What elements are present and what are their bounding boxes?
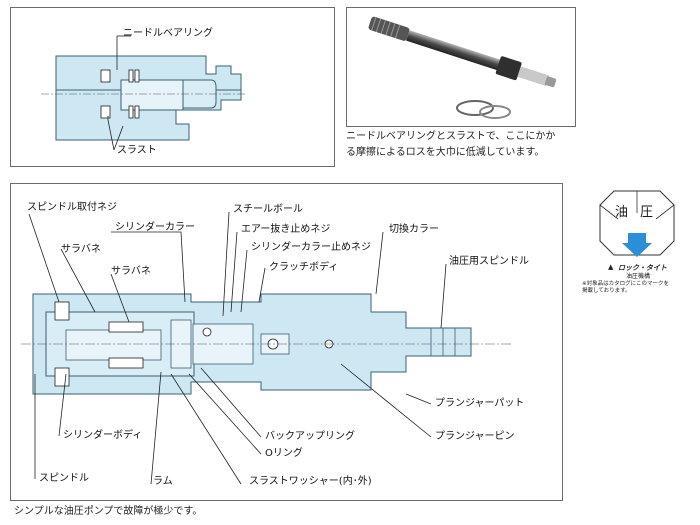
label-clutch-body: クラッチボディ xyxy=(269,262,339,273)
label-hydraulic-spindle: 油圧用スピンドル xyxy=(449,256,529,267)
label-steel-ball: スチールボール xyxy=(233,204,303,215)
label-plunger-pad: プランジャーパット xyxy=(435,398,525,409)
badge-char-right: 圧 xyxy=(640,205,654,220)
photo-caption-line2: る摩擦によるロスを大巾に低減しています。 xyxy=(346,147,545,158)
label-sarabane-2: サラバネ xyxy=(111,266,151,277)
spindle-photo-panel xyxy=(346,7,576,127)
label-air-vent-screw: エアー抜き止めネジ xyxy=(241,224,331,235)
label-spindle: スピンドル xyxy=(39,473,89,484)
hydraulic-mechanism-badge: 油 圧 ▲ ロック・タイト 油圧機構 ※対象品はカタログにこのマークを 掲載して… xyxy=(578,183,696,294)
badge-subtitle: 油圧機構 xyxy=(626,273,651,280)
label-cylinder-collar-stop-screw: シリンダーカラー止めネジ xyxy=(251,242,371,253)
label-cylinder-body: シリンダーボディ xyxy=(63,430,143,441)
label-cylinder-collar: シリンダーカラー xyxy=(115,222,195,233)
badge-brand: ロック・タイト xyxy=(618,264,667,272)
label-thrust-washer: スラストワッシャー(内･外) xyxy=(249,476,372,487)
hydraulic-cross-section-panel: スピンドル取付ネジ シリンダーカラー サラバネ サラバネ スチールボール エアー… xyxy=(10,183,563,501)
label-needle-bearing: ニードルベアリング xyxy=(123,28,213,39)
label-backup-ring: バックアップリング xyxy=(265,431,355,442)
label-sarabane-1: サラバネ xyxy=(61,244,101,255)
photo-caption-line1: ニードルベアリングとスラストで、ここにかか xyxy=(346,131,556,142)
label-o-ring: Oリング xyxy=(265,448,303,459)
label-ram: ラム xyxy=(153,476,173,487)
label-spindle-mount-screw: スピンドル取付ネジ xyxy=(27,202,117,213)
spindle-photo xyxy=(368,16,557,119)
footer-caption: シンプルな油圧ポンプで故障が極少です。 xyxy=(14,506,203,517)
label-switch-collar: 切換カラー xyxy=(389,224,439,235)
label-thrust: スラスト xyxy=(117,145,157,156)
badge-octagon-icon xyxy=(599,190,675,257)
cross-section-drawing xyxy=(21,211,511,485)
badge-note-line1: ※対象品はカタログにこのマークを xyxy=(582,281,669,287)
badge-triangle: ▲ xyxy=(608,263,614,271)
badge-note-line2: 掲載しております。 xyxy=(582,288,631,294)
badge-char-left: 油 xyxy=(615,205,629,220)
label-plunger-pin: プランジャーピン xyxy=(435,431,515,442)
bearing-detail-drawing xyxy=(41,35,246,151)
bearing-detail-panel: ニードルベアリング スラスト xyxy=(10,7,335,167)
